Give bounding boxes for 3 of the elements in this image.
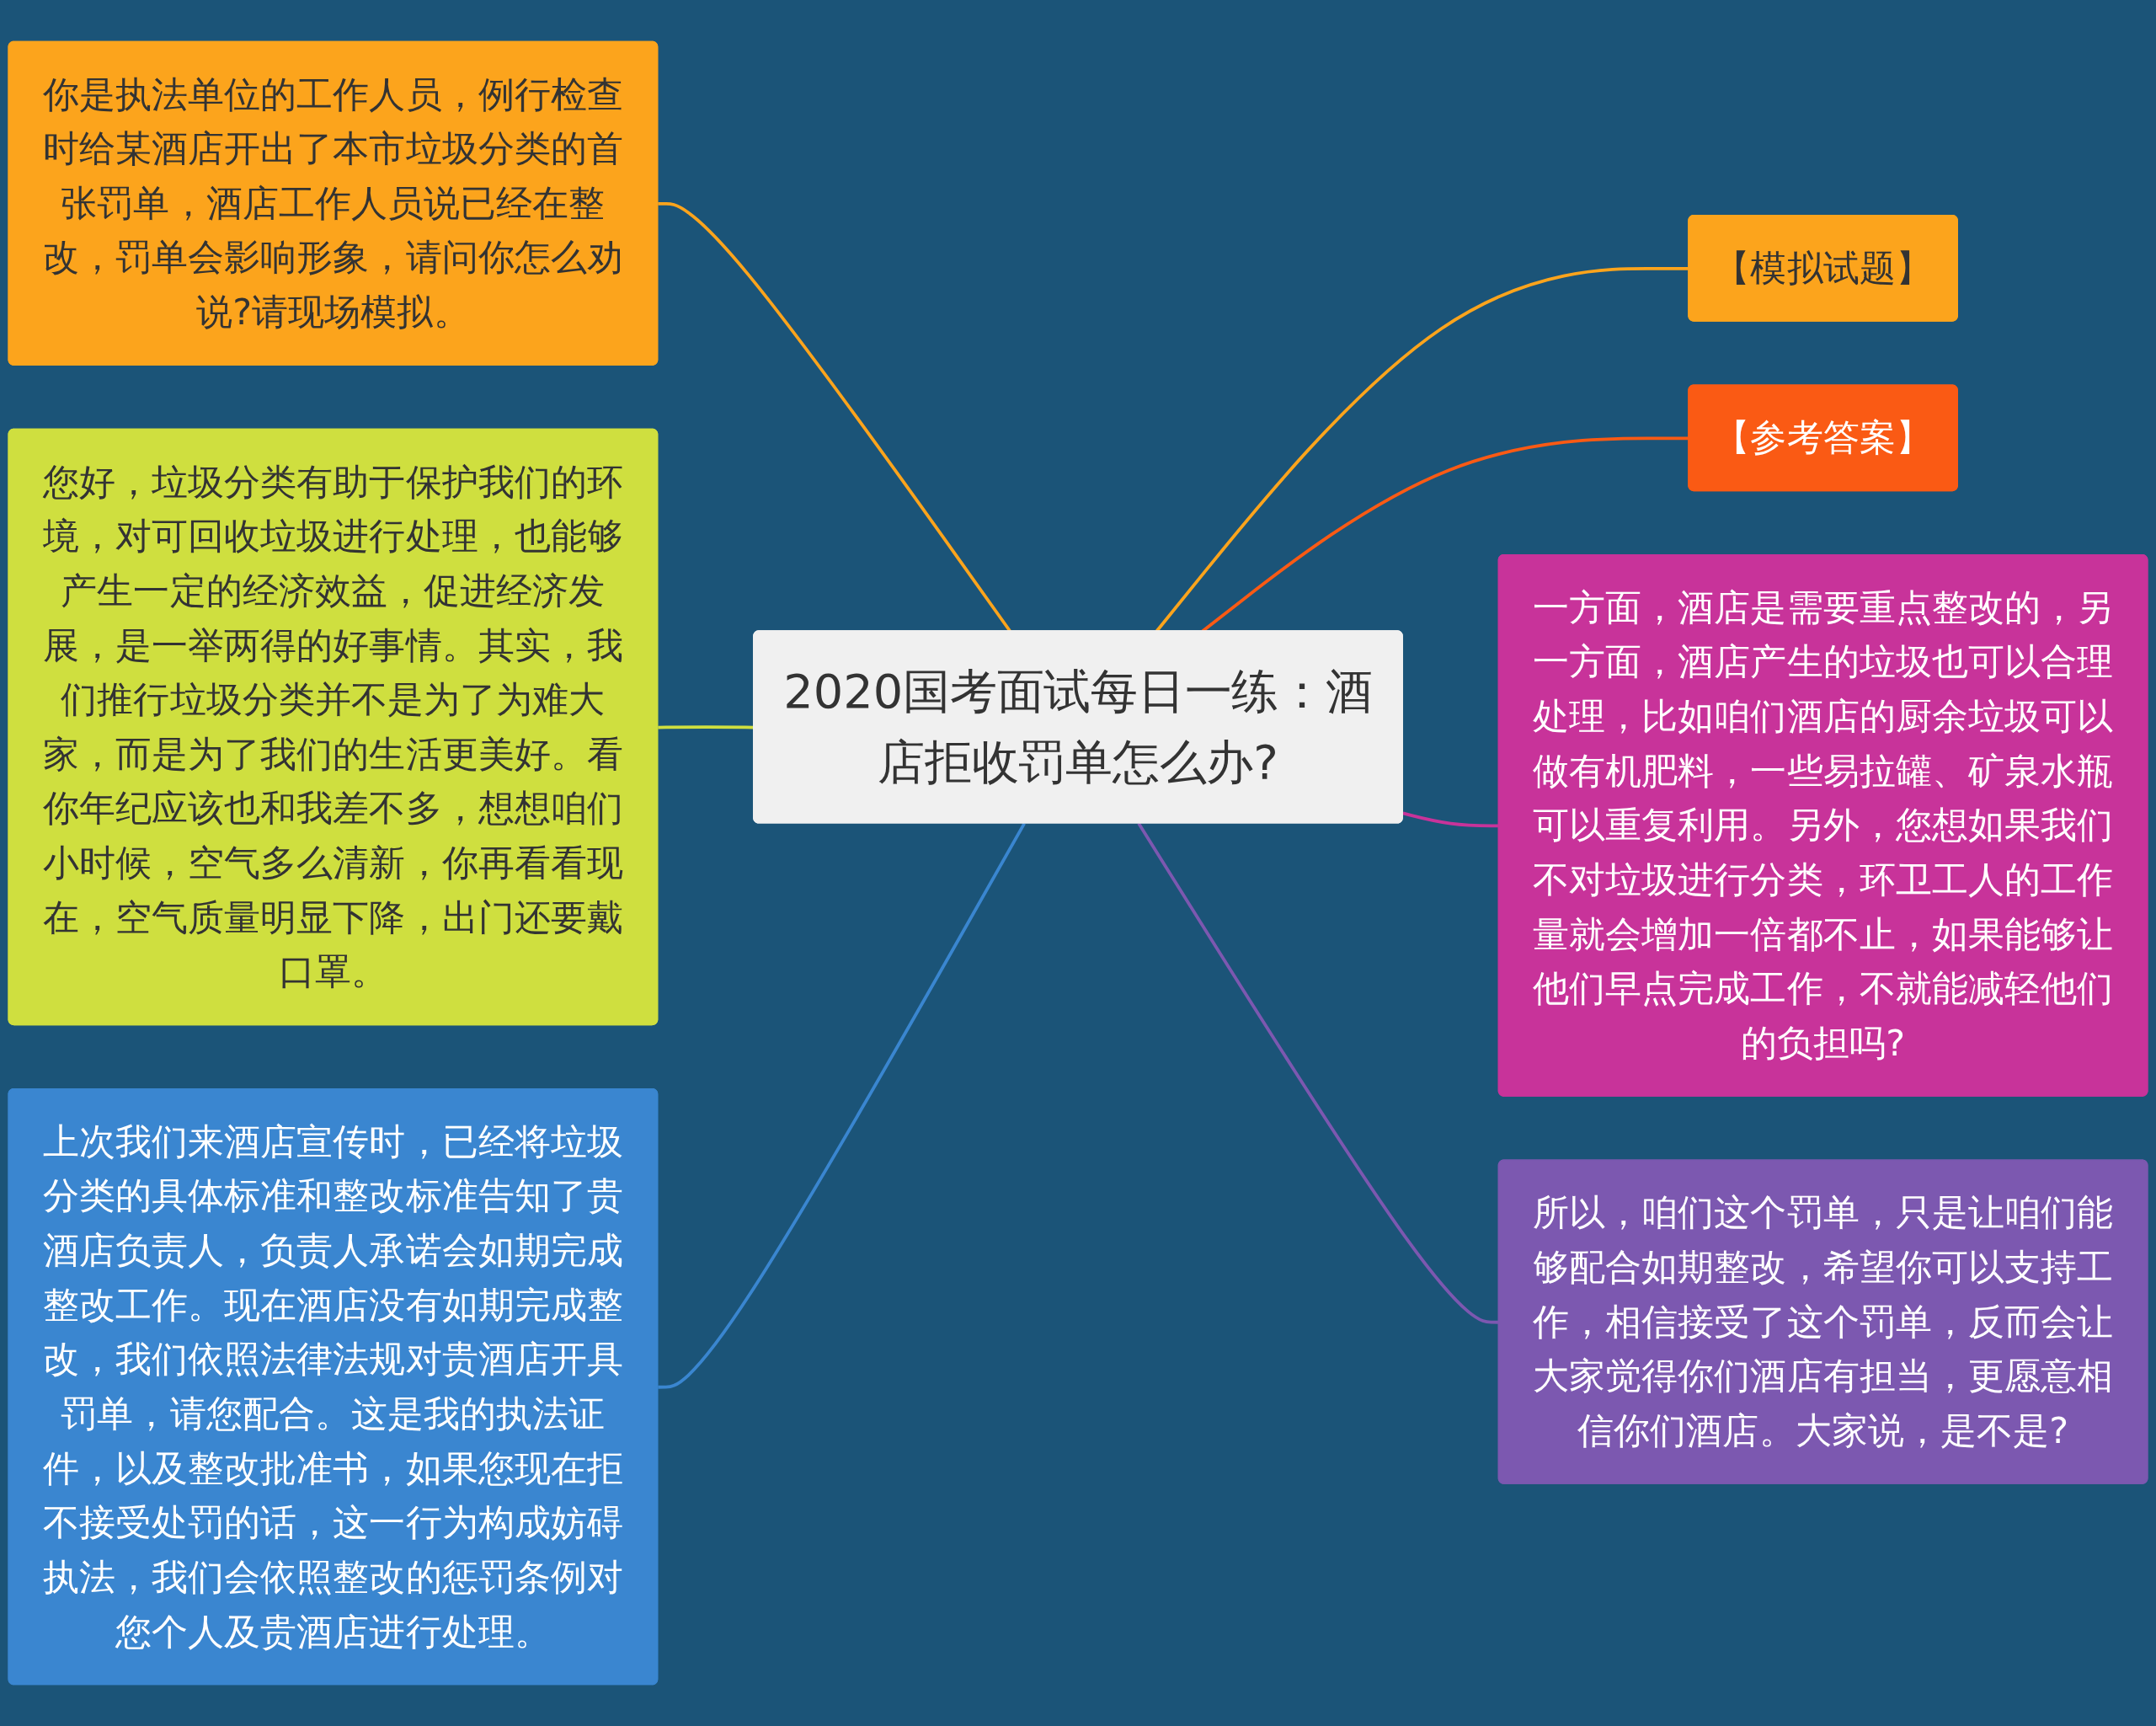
- connector: [1402, 811, 1499, 828]
- connector: [658, 822, 1026, 1389]
- connector: [1137, 822, 1499, 1324]
